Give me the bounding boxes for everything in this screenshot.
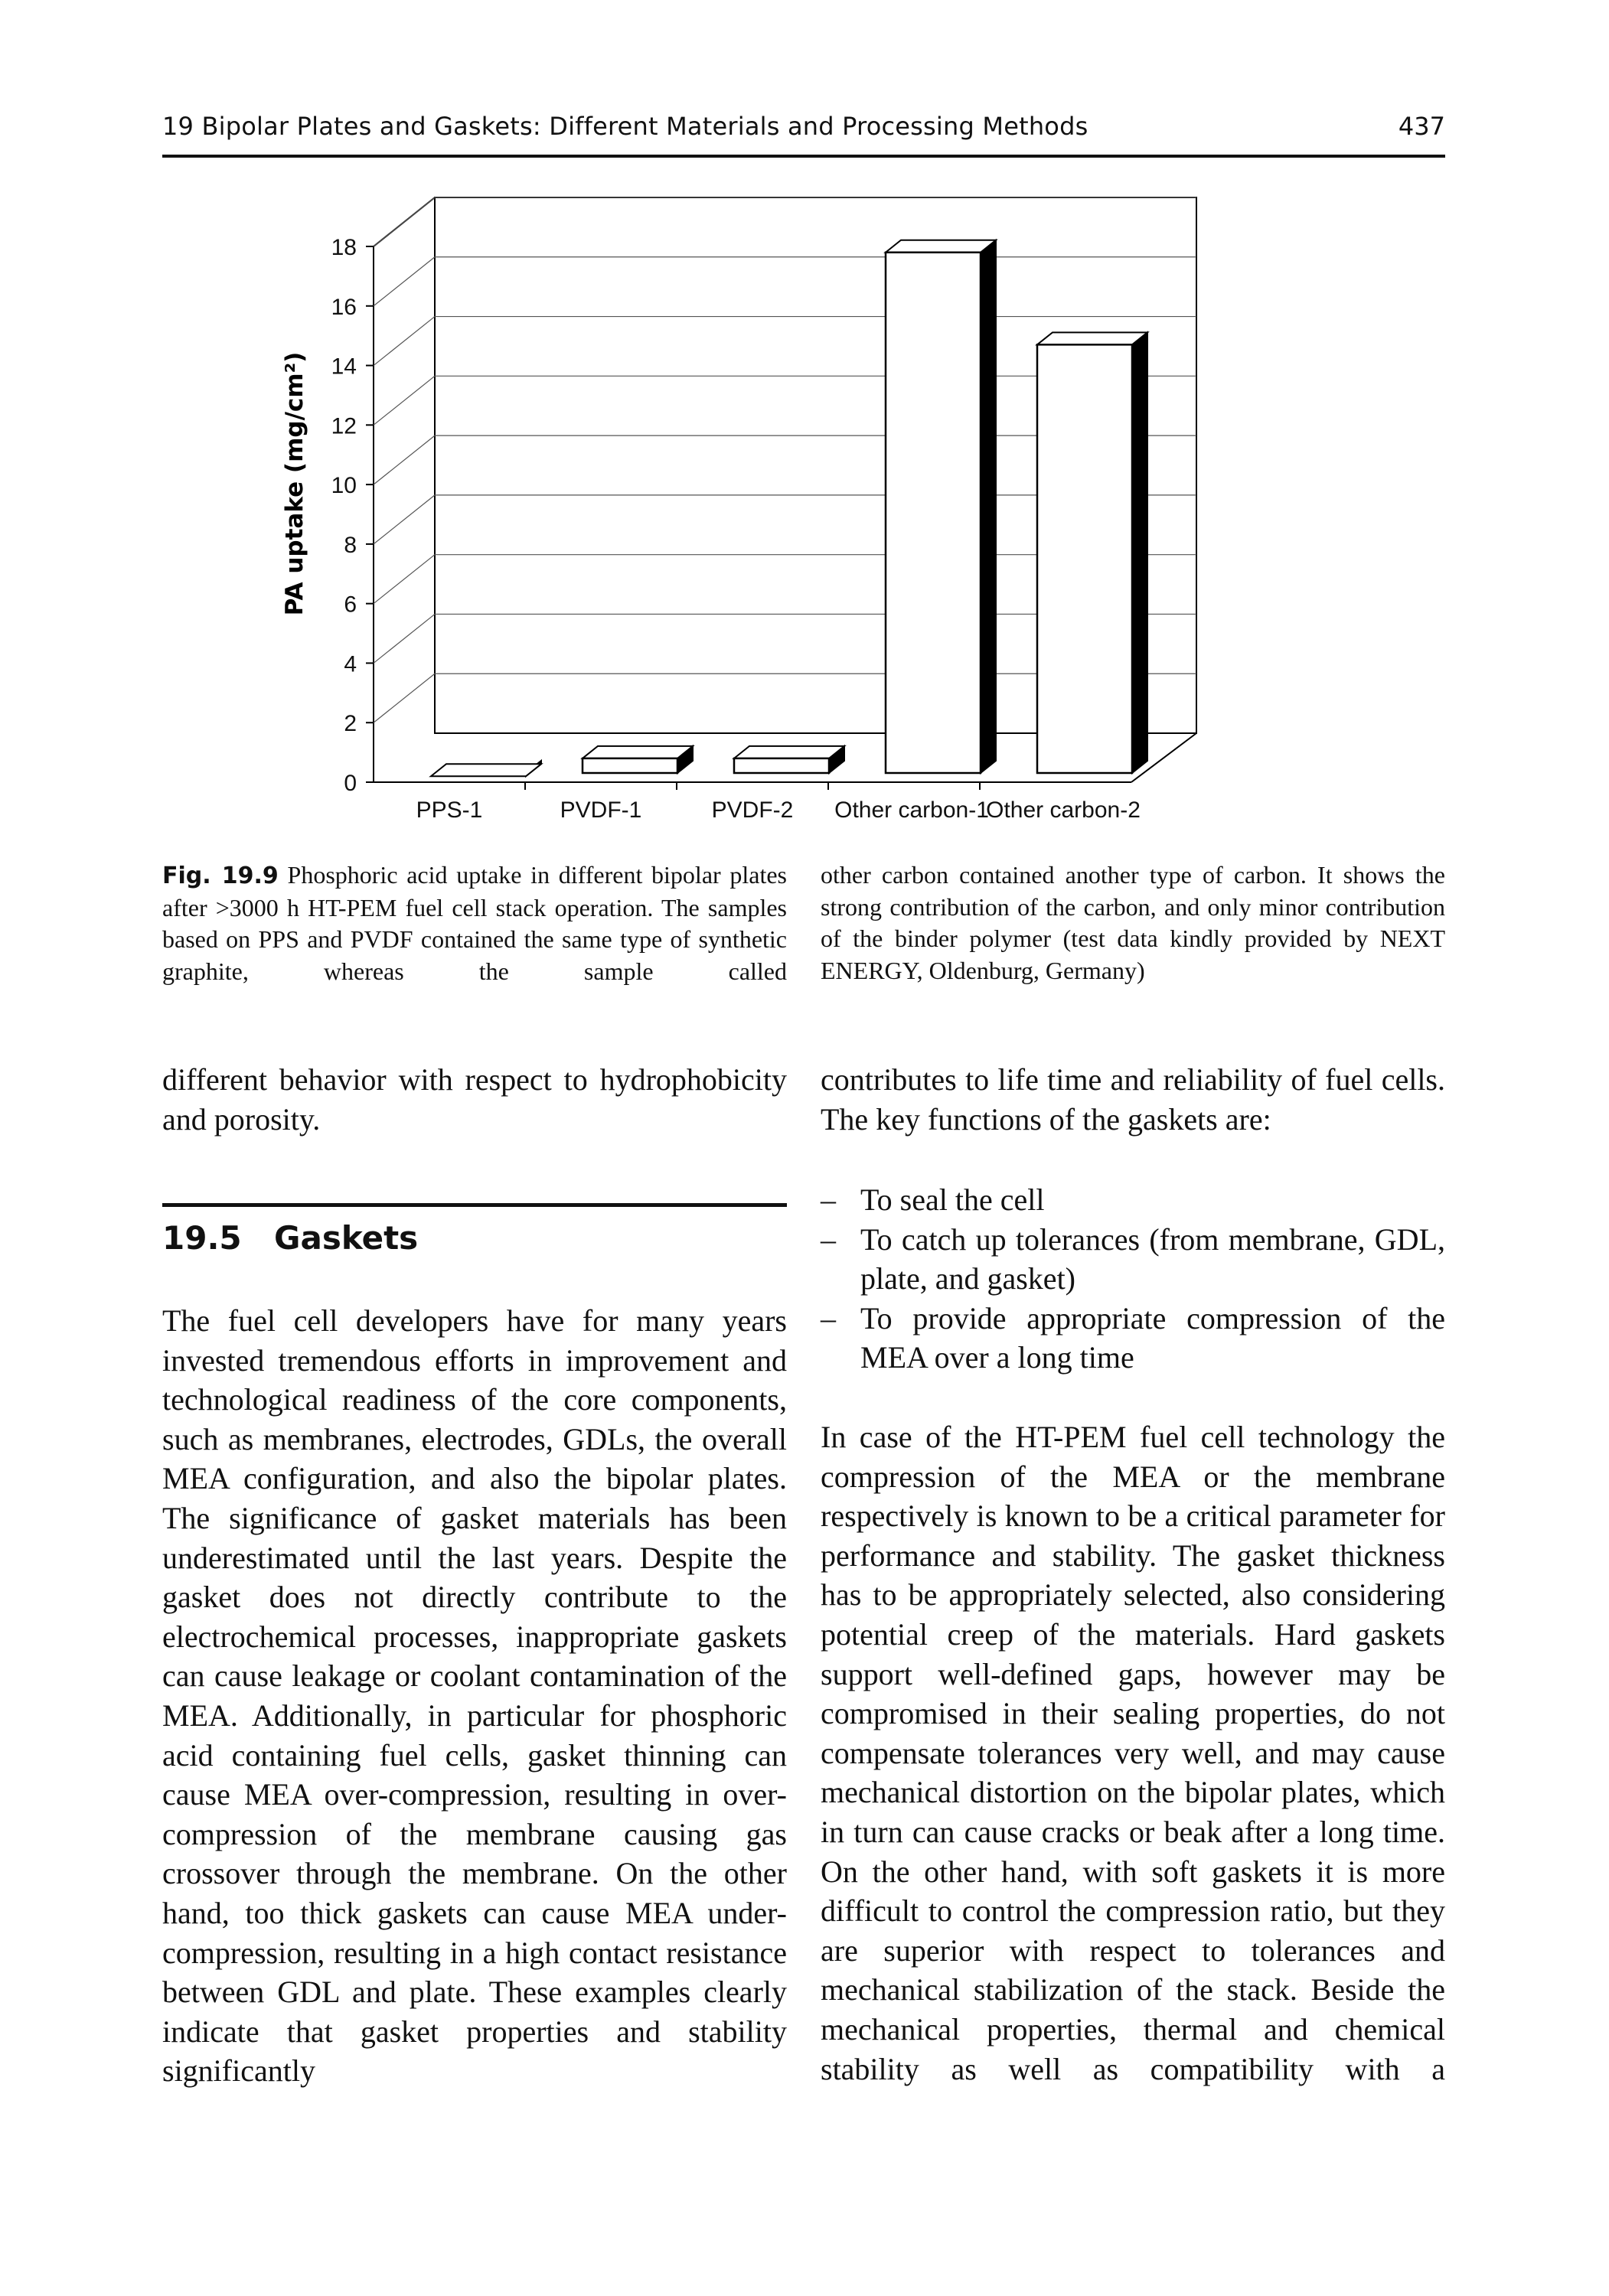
gridline-diagonal	[373, 554, 436, 605]
x-tick-label: Other carbon-1	[834, 797, 989, 823]
paragraph-right-main: In case of the HT-PEM fuel cell technolo…	[821, 1417, 1445, 2089]
bullet-dash: –	[821, 1300, 836, 1336]
figure-label: Fig. 19.9	[162, 863, 279, 889]
bar-top	[732, 745, 847, 759]
gridline-diagonal	[373, 256, 436, 307]
y-tick-label: 6	[344, 592, 357, 618]
list-item-text: To provide appropriate compression of th…	[860, 1300, 1445, 1375]
running-title: 19 Bipolar Plates and Gaskets: Different…	[162, 112, 1088, 141]
section-number: 19.5	[162, 1219, 242, 1257]
bar-top	[429, 763, 543, 778]
paragraph-left-main: The fuel cell developers have for many y…	[162, 1301, 787, 2091]
y-tick-label: 14	[331, 354, 357, 380]
x-tick-label: Other carbon-2	[986, 797, 1141, 823]
bar	[883, 238, 998, 775]
section-title: Gaskets	[274, 1219, 419, 1257]
gasket-functions-list: –To seal the cell –To catch up tolerance…	[821, 1180, 1445, 1378]
y-tick-label: 12	[331, 413, 357, 439]
list-item: –To seal the cell	[821, 1180, 1445, 1220]
gridline-diagonal	[373, 673, 436, 723]
gridline-diagonal	[373, 316, 436, 367]
gridline-diagonal	[373, 435, 436, 485]
page-number: 437	[1398, 112, 1445, 141]
caption-text-left: Phosphoric acid uptake in different bipo…	[162, 861, 788, 985]
paragraph-left-top: different behavior with respect to hydro…	[162, 1060, 787, 1139]
y-tick-label: 0	[344, 771, 357, 796]
bullet-dash: –	[821, 1221, 836, 1257]
bar	[580, 744, 695, 775]
y-tick-label: 10	[331, 473, 357, 498]
paragraph-text: The fuel cell developers have for many y…	[162, 1303, 787, 2089]
bar-side	[1131, 331, 1148, 775]
paragraph-text: In case of the HT-PEM fuel cell technolo…	[821, 1420, 1445, 2086]
y-tick-label: 4	[344, 651, 357, 677]
running-header: 19 Bipolar Plates and Gaskets: Different…	[162, 107, 1445, 158]
bar-front	[581, 757, 679, 775]
list-item: –To provide appropriate compression of t…	[821, 1299, 1445, 1378]
gridline-diagonal	[373, 613, 436, 664]
figure-caption-left: Fig. 19.9 Phosphoric acid uptake in diff…	[162, 859, 787, 987]
list-item-text: To catch up tolerances (from membrane, G…	[860, 1221, 1445, 1296]
y-axis-label: PA uptake (mg/cm²)	[281, 352, 308, 616]
bar-front	[884, 251, 982, 775]
paragraph-right-top: contributes to life time and reliability…	[821, 1060, 1445, 1139]
x-tick-label: PVDF-1	[560, 797, 642, 823]
gridline-diagonal	[373, 197, 436, 247]
section-rule	[162, 1203, 787, 1207]
list-item: –To catch up tolerances (from membrane, …	[821, 1220, 1445, 1299]
y-tick-label: 16	[331, 295, 357, 320]
y-tick-label: 2	[344, 711, 357, 736]
paragraph-text: different behavior with respect to hydro…	[162, 1062, 787, 1137]
gridline-diagonal	[373, 494, 436, 545]
phosphoric-acid-uptake-chart: 0 2 4 6 8 10 12 14 16 18 PPS-1 PVDF-1 PVDF-2 Other c…	[281, 197, 1197, 823]
bar	[1035, 331, 1150, 775]
list-item-text: To seal the cell	[860, 1182, 1045, 1217]
bar	[429, 758, 543, 778]
floor-edge	[1131, 732, 1197, 783]
y-tick-label: 18	[331, 235, 357, 260]
x-tick-label: PVDF-2	[712, 797, 794, 823]
paragraph-text: contributes to life time and reliability…	[821, 1062, 1445, 1137]
bar-front	[733, 757, 831, 775]
bar-front	[1036, 344, 1134, 775]
x-tick-label: PPS-1	[416, 797, 483, 823]
bar-top	[1035, 331, 1150, 346]
bar-top	[580, 745, 695, 759]
section-heading: 19.5 Gaskets	[162, 1219, 418, 1257]
figure-caption-right: other carbon contained another type of c…	[821, 859, 1445, 987]
gridline-diagonal	[373, 375, 436, 426]
bar	[732, 744, 847, 775]
bar-side	[980, 238, 997, 775]
bar-top	[883, 239, 998, 253]
y-tick-label: 8	[344, 533, 357, 558]
bullet-dash: –	[821, 1182, 836, 1217]
caption-text-right: other carbon contained another type of c…	[821, 861, 1445, 984]
